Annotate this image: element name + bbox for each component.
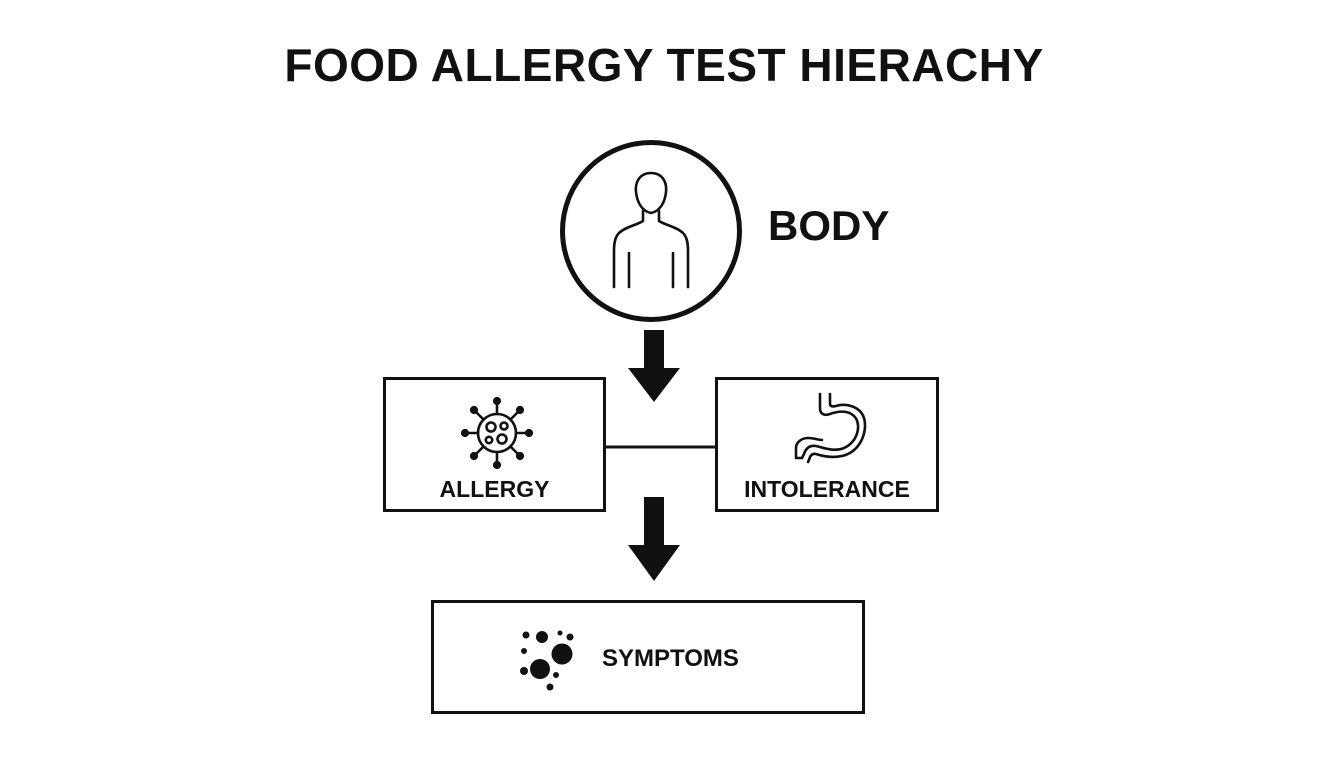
arrow-down-icon [628,330,680,402]
symptoms-label: SYMPTOMS [602,645,739,672]
intolerance-node: INTOLERANCE [715,377,939,512]
virus-icon [460,396,534,470]
diagram-title: FOOD ALLERGY TEST HIERACHY [284,39,1044,91]
arrow-down-icon [628,497,680,581]
person-icon [612,171,690,289]
allergy-label: ALLERGY [439,476,550,502]
symptoms-node: SYMPTOMS [431,600,865,714]
allergy-node: ALLERGY [383,377,606,512]
body-label: BODY [768,202,890,249]
dots-icon [520,630,574,691]
connector-line [604,445,718,449]
intolerance-label: INTOLERANCE [744,476,910,502]
stomach-icon [794,392,867,464]
body-node [560,140,742,322]
